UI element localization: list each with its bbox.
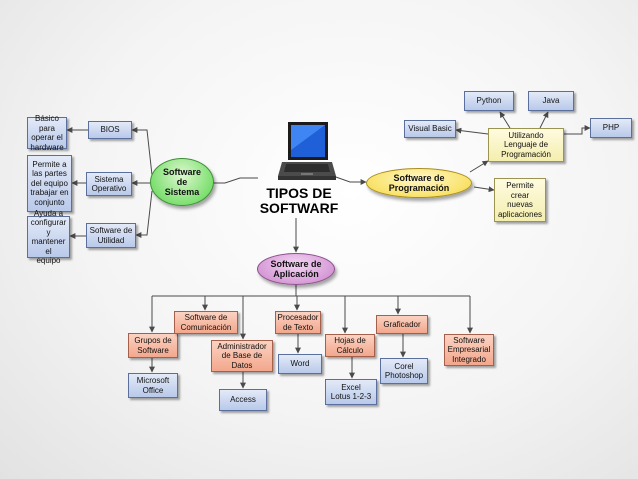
node-desc-sistema-operativo: Permite a las partes del equipo trabajar… (27, 155, 72, 212)
laptop-icon (278, 122, 336, 180)
node-python[interactable]: Python (464, 91, 514, 111)
connector-sistema-utilidad (135, 190, 153, 238)
node-word[interactable]: Word (278, 354, 322, 374)
node-java[interactable]: Java (528, 91, 574, 111)
node-grupos-de-software[interactable]: Grupos de Software (128, 333, 178, 358)
connector-util-python (499, 111, 511, 129)
node-software-empresarial[interactable]: Software Empresarial Integrado (444, 334, 494, 366)
connector-prog-utilizando (469, 160, 489, 173)
connector-util-java (539, 111, 549, 129)
node-microsoft-office[interactable]: Microsoft Office (128, 373, 178, 398)
connector-util-vb (455, 127, 489, 135)
node-bios[interactable]: BIOS (88, 121, 132, 139)
node-desc-bios: Básico para operar el hardware (27, 114, 67, 152)
branch-software-de-programacion[interactable]: Software de Programación (366, 168, 472, 198)
connector-sistema-bios (131, 127, 153, 176)
node-php[interactable]: PHP (590, 118, 632, 138)
node-sistema-operativo[interactable]: Sistema Operativo (86, 172, 132, 196)
connector-util-php (564, 125, 591, 135)
connector-prog-permite (473, 186, 495, 193)
node-software-de-comunicacion[interactable]: Software de Comunicación (174, 311, 238, 334)
node-desc-utilidad: Ayuda a configurar y mantener el equipo (27, 209, 70, 265)
branch-software-de-aplicacion[interactable]: Software de Aplicación (257, 253, 335, 285)
connector-root-programacion (332, 175, 367, 185)
node-permite-crear[interactable]: Permite crear nuevas aplicaciones (494, 178, 546, 222)
main-title: TIPOS DE SOFTWARF (259, 185, 339, 216)
node-administrador-base-datos[interactable]: Administrador de Base de Datos (211, 340, 273, 372)
node-access[interactable]: Access (219, 389, 267, 411)
node-software-de-utilidad[interactable]: Software de Utilidad (86, 223, 136, 248)
node-utilizando-lenguaje[interactable]: Utilizando Lenguaje de Programación (488, 128, 564, 162)
node-hojas-de-calculo[interactable]: Hojas de Cálculo (325, 334, 375, 357)
node-visual-basic[interactable]: Visual Basic (404, 120, 456, 138)
node-excel-lotus[interactable]: Excel Lotus 1-2-3 (325, 379, 377, 405)
node-procesador-de-texto[interactable]: Procesador de Texto (275, 311, 321, 334)
connector-root-sistema (205, 177, 258, 186)
branch-software-de-sistema[interactable]: Software de Sistema (150, 158, 214, 206)
node-graficador[interactable]: Graficador (376, 315, 428, 334)
node-corel-photoshop[interactable]: Corel Photoshop (380, 358, 428, 384)
